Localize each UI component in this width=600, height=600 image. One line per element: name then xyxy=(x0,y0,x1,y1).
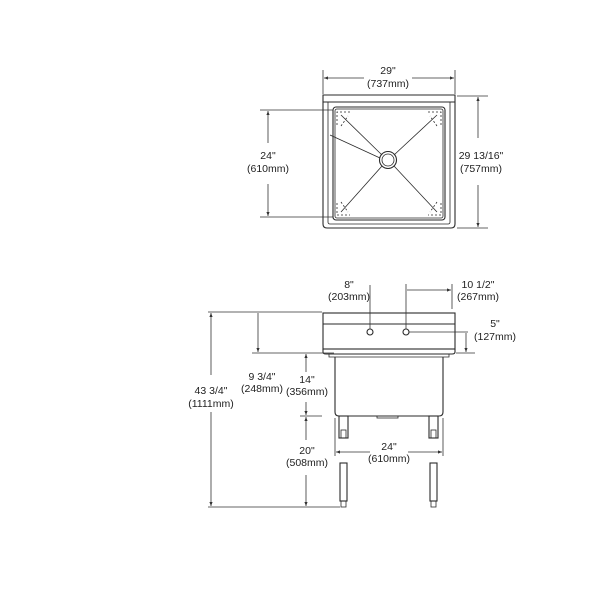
bowl-depth-imperial-label: 24" xyxy=(260,150,276,162)
overall-depth-metric-label: (757mm) xyxy=(460,163,502,175)
leg-upper-right xyxy=(428,415,439,439)
width-metric-label: (737mm) xyxy=(367,78,409,90)
leg-height-imperial-label: 20" xyxy=(299,445,315,457)
faucet-offset-metric-label: (267mm) xyxy=(457,291,499,303)
top-view-outer-outline xyxy=(322,94,456,229)
leg-upper-left xyxy=(338,415,349,439)
faucet-spacing-metric-label: (203mm) xyxy=(328,291,370,303)
bowl-height-metric-label: (356mm) xyxy=(286,386,328,398)
faucet-hole-icon xyxy=(366,328,374,336)
backsplash-height-metric-label: (248mm) xyxy=(241,383,283,395)
bowl-width-imperial-label: 24" xyxy=(381,441,397,453)
faucet-hole-icon xyxy=(402,328,410,336)
backsplash-height-imperial-label: 9 3/4" xyxy=(248,371,275,383)
front-view-bowl xyxy=(334,357,444,417)
drain-icon xyxy=(378,150,398,170)
leg-lower-right xyxy=(429,462,438,502)
overall-height-metric-label: (1111mm) xyxy=(188,398,234,410)
faucet-offset-imperial-label: 10 1/2" xyxy=(462,279,495,291)
bowl-depth-metric-label: (610mm) xyxy=(247,163,289,175)
overall-height-imperial-label: 43 3/4" xyxy=(195,385,228,397)
bowl-width-metric-label: (610mm) xyxy=(368,453,410,465)
bowl-height-imperial-label: 14" xyxy=(299,374,315,386)
top-view-bowl xyxy=(332,106,446,221)
front-view: 8" (203mm) 10 1/2" (267mm) 5" (127mm) 9 … xyxy=(188,279,516,508)
front-view-backsplash xyxy=(322,312,456,350)
hole-height-imperial-label: 5" xyxy=(490,318,500,330)
top-view: 29" (737mm) 24" (610mm) 29 13/16" (757mm… xyxy=(247,65,504,229)
leg-height-metric-label: (508mm) xyxy=(286,457,328,469)
leg-lower-left xyxy=(339,462,348,502)
hole-height-metric-label: (127mm) xyxy=(474,331,516,343)
faucet-spacing-imperial-label: 8" xyxy=(344,279,354,291)
overall-depth-imperial-label: 29 13/16" xyxy=(459,150,504,162)
width-imperial-label: 29" xyxy=(380,65,396,77)
